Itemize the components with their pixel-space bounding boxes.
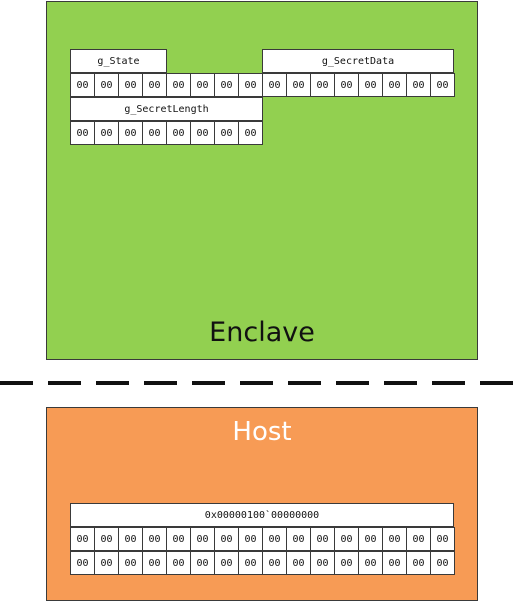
byte-cell: 00 bbox=[142, 121, 167, 145]
byte-cell: 00 bbox=[334, 551, 359, 575]
byte-cell: 00 bbox=[238, 121, 263, 145]
byte-cell: 00 bbox=[238, 73, 263, 97]
byte-cell: 00 bbox=[406, 73, 431, 97]
byte-cell: 00 bbox=[94, 527, 119, 551]
byte-cell: 00 bbox=[94, 551, 119, 575]
byte-cell: 00 bbox=[166, 73, 191, 97]
byte-cell: 00 bbox=[262, 551, 287, 575]
byte-cell: 00 bbox=[70, 73, 95, 97]
byte-cell: 00 bbox=[166, 551, 191, 575]
byte-cell: 00 bbox=[430, 551, 455, 575]
byte-cell: 00 bbox=[382, 527, 407, 551]
byte-cell: 00 bbox=[142, 527, 167, 551]
byte-cell: 00 bbox=[70, 551, 95, 575]
byte-cell: 00 bbox=[214, 121, 239, 145]
byte-cell: 00 bbox=[166, 527, 191, 551]
byte-cell: 00 bbox=[286, 73, 311, 97]
g-secret-length-label: g_SecretLength bbox=[70, 97, 263, 121]
host-title: Host bbox=[232, 417, 292, 447]
byte-cell: 00 bbox=[430, 527, 455, 551]
byte-cell: 00 bbox=[358, 527, 383, 551]
byte-cell: 00 bbox=[382, 73, 407, 97]
g-secret-data-label: g_SecretData bbox=[262, 49, 454, 73]
byte-cell: 00 bbox=[286, 551, 311, 575]
byte-cell: 00 bbox=[118, 551, 143, 575]
byte-cell: 00 bbox=[118, 527, 143, 551]
byte-cell: 00 bbox=[430, 73, 455, 97]
byte-cell: 00 bbox=[118, 73, 143, 97]
byte-cell: 00 bbox=[238, 551, 263, 575]
byte-cell: 00 bbox=[190, 551, 215, 575]
byte-cell: 00 bbox=[406, 527, 431, 551]
byte-cell: 00 bbox=[190, 73, 215, 97]
byte-cell: 00 bbox=[358, 73, 383, 97]
enclave-host-boundary bbox=[0, 381, 526, 385]
g-state-label: g_State bbox=[70, 49, 167, 73]
byte-cell: 00 bbox=[214, 527, 239, 551]
byte-cell: 00 bbox=[310, 527, 335, 551]
byte-cell: 00 bbox=[190, 527, 215, 551]
host-address-label: 0x00000100`00000000 bbox=[70, 503, 454, 527]
byte-cell: 00 bbox=[142, 551, 167, 575]
byte-cell: 00 bbox=[214, 73, 239, 97]
byte-cell: 00 bbox=[214, 551, 239, 575]
byte-cell: 00 bbox=[70, 121, 95, 145]
byte-cell: 00 bbox=[262, 73, 287, 97]
byte-cell: 00 bbox=[286, 527, 311, 551]
byte-cell: 00 bbox=[190, 121, 215, 145]
byte-cell: 00 bbox=[142, 73, 167, 97]
byte-cell: 00 bbox=[94, 73, 119, 97]
byte-cell: 00 bbox=[94, 121, 119, 145]
byte-cell: 00 bbox=[166, 121, 191, 145]
byte-cell: 00 bbox=[310, 73, 335, 97]
byte-cell: 00 bbox=[334, 73, 359, 97]
byte-cell: 00 bbox=[70, 527, 95, 551]
byte-cell: 00 bbox=[358, 551, 383, 575]
byte-cell: 00 bbox=[238, 527, 263, 551]
byte-cell: 00 bbox=[310, 551, 335, 575]
byte-cell: 00 bbox=[118, 121, 143, 145]
enclave-title: Enclave bbox=[209, 317, 315, 348]
byte-cell: 00 bbox=[406, 551, 431, 575]
byte-cell: 00 bbox=[334, 527, 359, 551]
byte-cell: 00 bbox=[382, 551, 407, 575]
byte-cell: 00 bbox=[262, 527, 287, 551]
